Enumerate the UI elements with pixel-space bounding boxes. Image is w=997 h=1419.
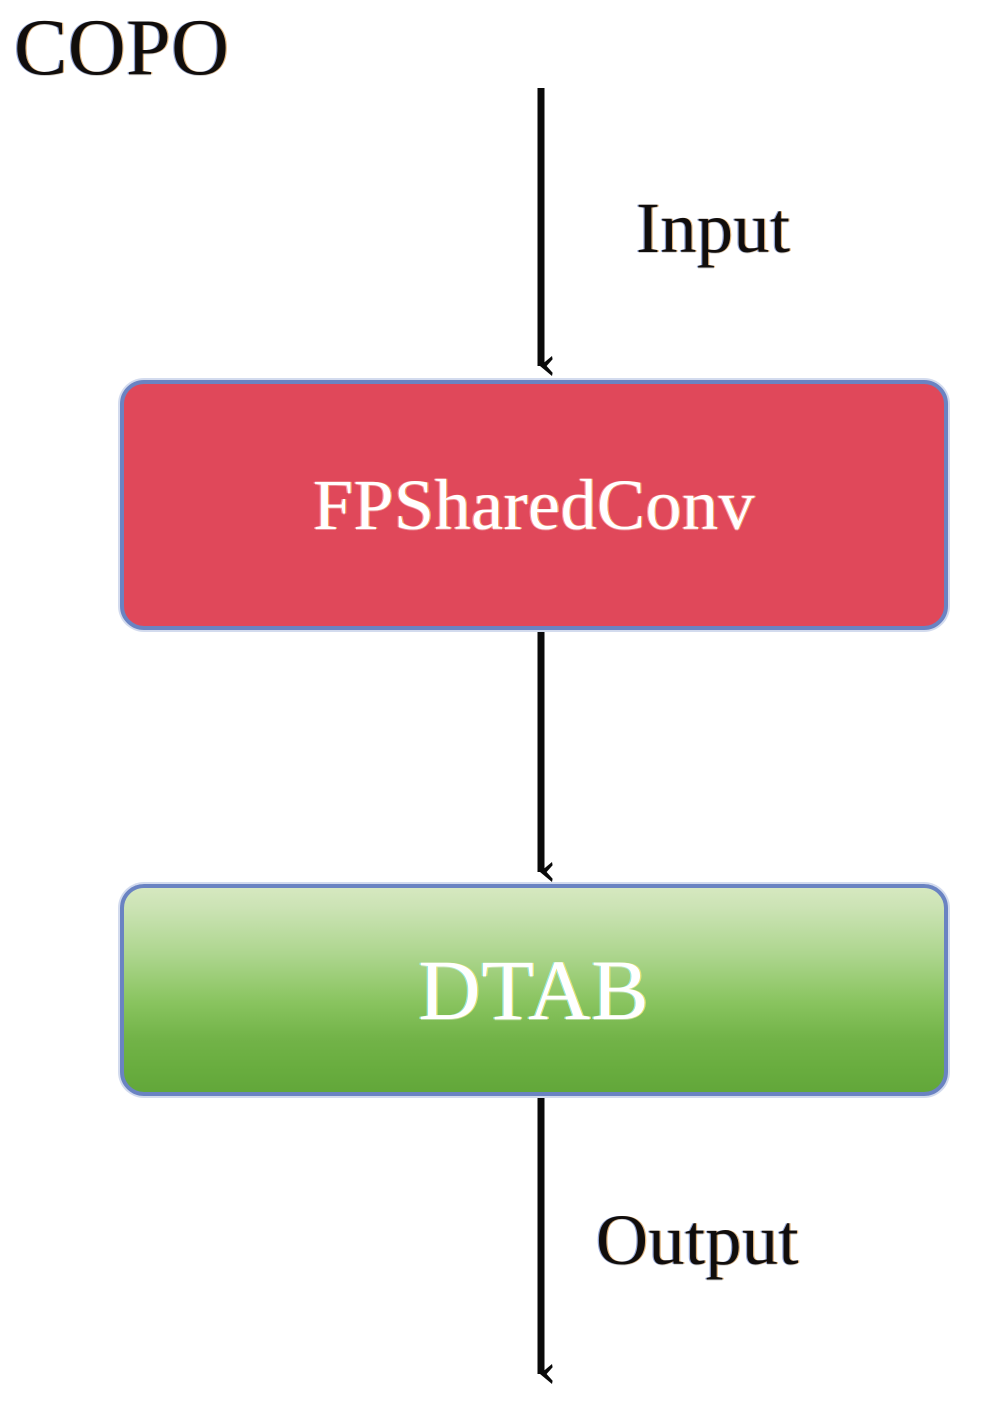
node-dtab[interactable]: DTAB xyxy=(120,884,948,1096)
diagram-title-copo: COPO xyxy=(14,4,230,92)
edge-label-output: Output xyxy=(596,1200,800,1280)
node-label-dtab: DTAB xyxy=(418,942,650,1038)
edge-label-input: Input xyxy=(636,188,791,268)
node-label-fpsharedconv: FPSharedConv xyxy=(312,465,756,545)
node-fpsharedconv[interactable]: FPSharedConv xyxy=(120,380,948,630)
